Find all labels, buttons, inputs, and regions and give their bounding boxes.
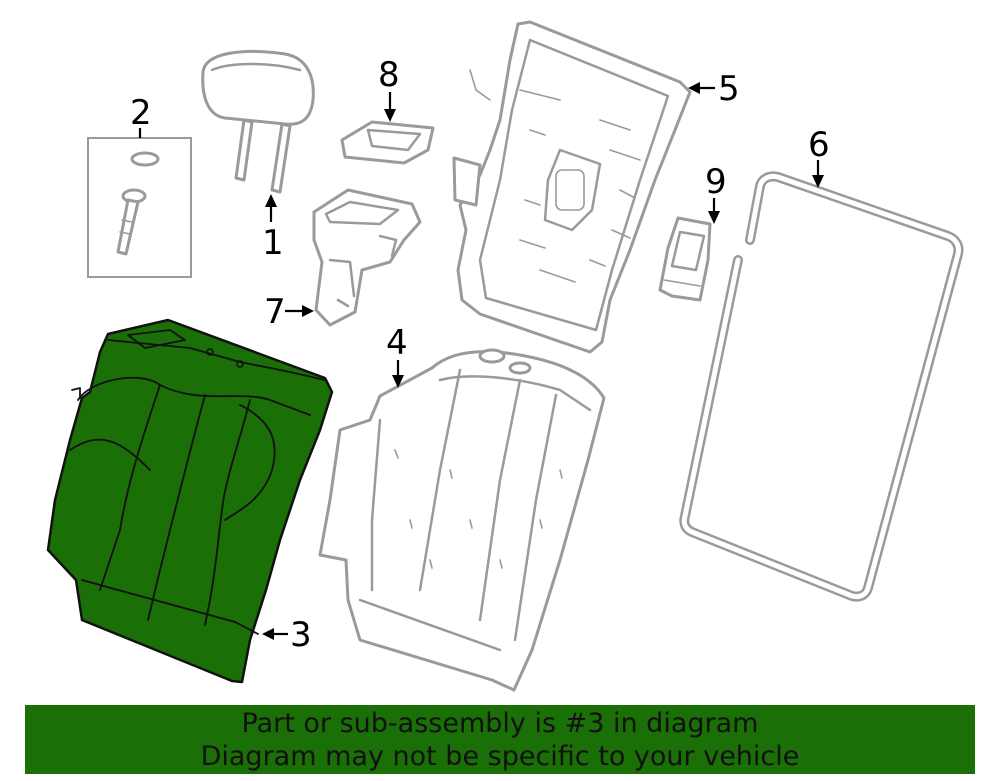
banner-line-1: Part or sub-assembly is #3 in diagram <box>241 707 759 739</box>
info-banner: Part or sub-assembly is #3 in diagram Di… <box>25 705 975 774</box>
callout-7: 7 <box>264 292 286 332</box>
part-2-guide-kit[interactable] <box>87 137 192 278</box>
callout-8: 8 <box>378 55 400 95</box>
callout-3: 3 <box>290 615 312 655</box>
callout-5: 5 <box>718 69 740 109</box>
callout-9: 9 <box>705 162 727 202</box>
callout-1: 1 <box>262 223 284 263</box>
callout-6: 6 <box>808 125 830 165</box>
part-4-foam-pad[interactable] <box>318 348 606 692</box>
parts-diagram: 1 2 8 7 5 <box>46 20 964 692</box>
callout-2: 2 <box>130 93 152 133</box>
banner-line-2: Diagram may not be specific to your vehi… <box>200 740 800 772</box>
part-3-seat-back-cover[interactable] <box>46 318 334 684</box>
part-5-frame[interactable] <box>452 20 692 354</box>
callout-4: 4 <box>386 323 408 363</box>
part-1-headrest[interactable] <box>201 49 315 194</box>
part-6-trim-loop[interactable] <box>679 171 964 602</box>
part-8-bezel[interactable] <box>340 120 435 165</box>
part-9-latch-button[interactable] <box>658 216 712 302</box>
part-7-latch[interactable] <box>312 188 422 327</box>
